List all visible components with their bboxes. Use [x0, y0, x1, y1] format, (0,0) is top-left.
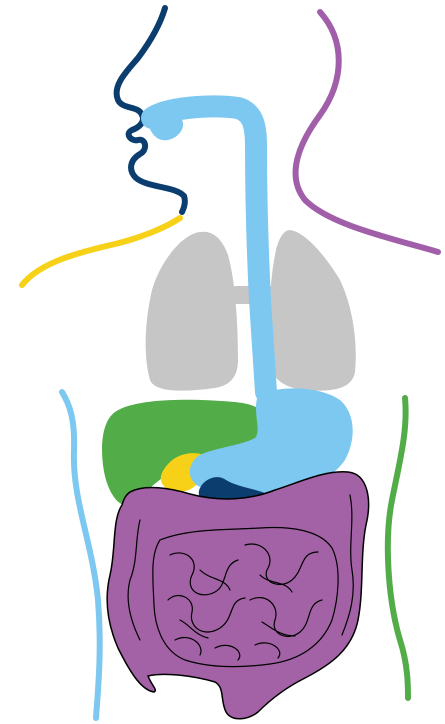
- shoulder-line: [22, 218, 180, 285]
- intestines: [107, 472, 368, 719]
- left-lung: [146, 232, 238, 391]
- right-lung: [269, 230, 356, 391]
- body-left-outline: [62, 392, 100, 718]
- neck-line: [296, 12, 438, 252]
- small-intestine: [153, 528, 338, 667]
- body-right-outline: [388, 398, 408, 698]
